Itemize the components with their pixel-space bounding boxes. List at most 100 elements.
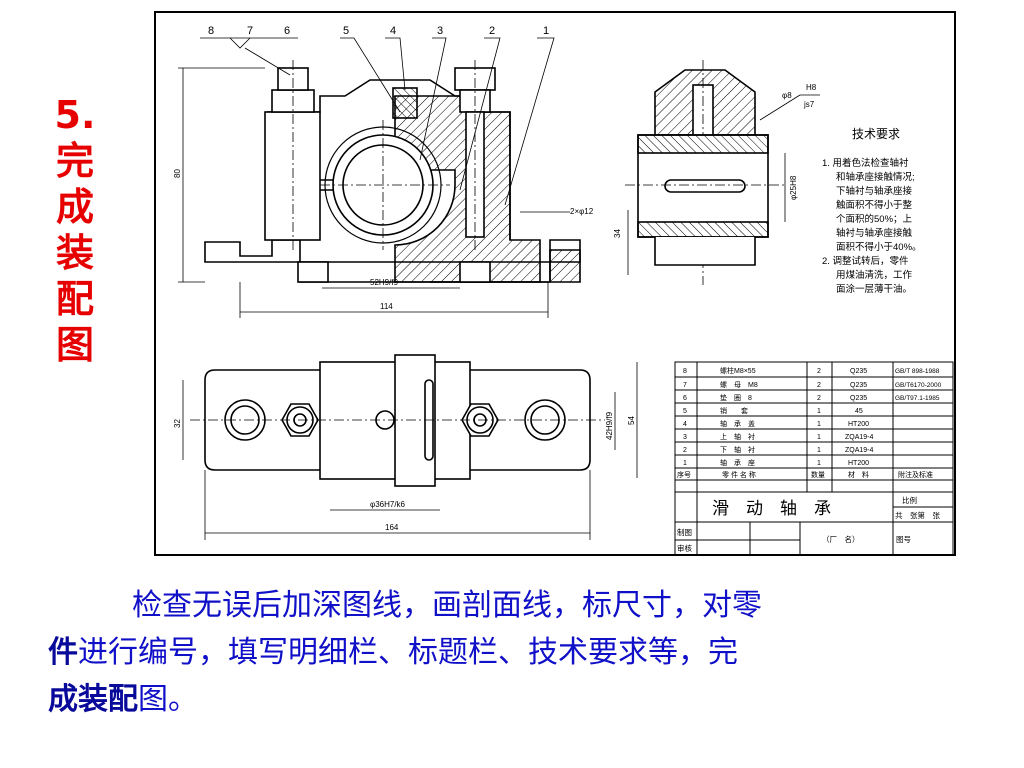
part-qty: 1 — [817, 460, 821, 467]
tech-req-line: 用煤油清洗，工作 — [836, 269, 913, 281]
table-row: 8 螺柱M8×55 2 Q235 GB/T 898-1988 — [683, 366, 940, 375]
tech-req-line: 下轴衬与轴承座接 — [836, 185, 913, 197]
title-block-checked: 审核 — [677, 543, 692, 553]
part-std: GB/T 898-1988 — [895, 368, 940, 375]
part-qty: 1 — [817, 408, 821, 415]
part-no: 5 — [683, 408, 687, 415]
header-no: 序号 — [677, 470, 691, 479]
part-std: GB/T97.1-1985 — [895, 395, 940, 402]
parts-header: 序号 零 件 名 称 数量 材 料 附注及标准 — [677, 470, 933, 479]
tech-req-line: 2. 调整试转后，零件 — [822, 255, 909, 267]
dim-front-bolt: 2×φ12 — [570, 207, 594, 216]
dim-side-bore: φ25H8 — [789, 175, 798, 200]
tech-req-line: 面涂一层薄干油。 — [836, 283, 912, 295]
parts-list — [674, 361, 954, 555]
title-block-drawing-no: 图号 — [896, 535, 911, 544]
part-material: ZQA19-4 — [845, 434, 874, 441]
part-no: 7 — [683, 382, 687, 389]
side-title-char: 成 — [55, 185, 94, 229]
header-qty: 数量 — [811, 470, 825, 479]
title-block-drawn: 制图 — [677, 527, 692, 537]
part-material: HT200 — [848, 460, 869, 467]
part-std: GB/T6170-2000 — [895, 382, 942, 389]
front-view — [204, 60, 581, 283]
tech-req-title: 技术要求 — [852, 127, 900, 141]
part-no: 6 — [683, 395, 687, 402]
part-material: Q235 — [850, 395, 867, 402]
table-row: 7 螺 母 M8 2 Q235 GB/T6170-2000 — [683, 380, 942, 389]
caption-emph-1: 件 — [48, 635, 78, 670]
part-qty: 1 — [817, 447, 821, 454]
side-title-char: 完 — [55, 139, 94, 183]
table-row: 5 销 套 1 45 — [683, 406, 863, 415]
part-material: 45 — [855, 408, 863, 415]
dim-front-length: 114 — [380, 302, 393, 311]
tech-req-line: 面积不得小于40%。 — [836, 241, 922, 253]
side-title-char: 配 — [55, 277, 94, 321]
title-block — [674, 491, 954, 556]
balloon-2: 2 — [489, 25, 495, 37]
part-qty: 2 — [817, 368, 821, 375]
side-view — [625, 60, 785, 285]
side-title-char: 图 — [55, 323, 94, 367]
title-block-name: 滑 动 轴 承 — [712, 499, 831, 518]
caption-emph-2: 成装配 — [48, 682, 138, 717]
header-std: 附注及标准 — [898, 470, 933, 479]
caption-line-3: 图。 — [138, 682, 198, 717]
part-name: 垫 圈 8 — [720, 393, 752, 402]
part-no: 3 — [683, 434, 687, 441]
table-row: 4 轴 承 盖 1 HT200 — [683, 419, 869, 428]
table-row: 6 垫 圈 8 2 Q235 GB/T97.1-1985 — [683, 393, 940, 402]
part-name: 上 轴 衬 — [720, 432, 755, 441]
balloon-8: 8 — [208, 25, 214, 37]
dim-top-fit: 42H9/f9 — [605, 411, 614, 440]
dim-side-height: 34 — [613, 229, 622, 238]
tech-requirements: 技术要求 1. 用着色法检查轴衬 和轴承座接触情况; 下轴衬与轴承座接 触面积不… — [822, 127, 922, 295]
part-material: ZQA19-4 — [845, 447, 874, 454]
table-row: 2 下 轴 衬 1 ZQA19-4 — [683, 445, 874, 454]
part-no: 4 — [683, 421, 687, 428]
balloon-4: 4 — [390, 25, 396, 37]
title-block-factory: （厂 名） — [822, 534, 860, 544]
part-name: 螺柱M8×55 — [720, 366, 756, 375]
dim-top-shaft: φ36H7/k6 — [370, 500, 406, 509]
tech-req-line: 1. 用着色法检查轴衬 — [822, 157, 909, 169]
part-name: 轴 承 盖 — [720, 419, 755, 428]
dim-top-length: 164 — [385, 523, 399, 532]
tech-req-line: 触面积不得小于整 — [836, 199, 913, 211]
side-title: 5. 完 成 装 配 图 — [50, 92, 100, 368]
part-name: 销 套 — [720, 406, 748, 415]
caption-line-1: 检查无误后加深图线，画剖面线，标尺寸，对零 — [132, 588, 762, 623]
tech-req-line: 个面积的50%；上 — [836, 213, 913, 225]
part-name: 螺 母 M8 — [720, 380, 758, 389]
balloon-3: 3 — [437, 25, 443, 37]
part-material: Q235 — [850, 368, 867, 375]
table-row: 3 上 轴 衬 1 ZQA19-4 — [683, 432, 874, 441]
part-qty: 2 — [817, 382, 821, 389]
part-name: 下 轴 衬 — [720, 445, 755, 454]
dim-side-hole: φ8 — [782, 91, 792, 100]
dim-front-fit: 52H9/f9 — [370, 278, 399, 287]
caption: 检查无误后加深图线，画剖面线，标尺寸，对零 件进行编号，填写明细栏、标题栏、技术… — [48, 582, 988, 723]
part-no: 8 — [683, 368, 687, 375]
balloon-7: 7 — [247, 25, 253, 37]
table-row: 1 轴 承 座 1 HT200 — [683, 458, 869, 467]
tech-req-line: 轴衬与轴承座接触 — [836, 227, 913, 239]
dim-top-width: 32 — [173, 419, 182, 428]
balloon-6: 6 — [284, 25, 290, 37]
part-qty: 2 — [817, 395, 821, 402]
part-balloons: 8 7 6 5 4 3 2 1 — [208, 25, 549, 37]
title-block-scale: 比例 — [902, 495, 917, 505]
side-title-char: 装 — [55, 231, 94, 275]
part-material: Q235 — [850, 382, 867, 389]
part-qty: 1 — [817, 421, 821, 428]
dim-front-height: 80 — [173, 169, 182, 178]
part-no: 1 — [683, 460, 687, 467]
part-qty: 1 — [817, 434, 821, 441]
tech-req-line: 和轴承座接触情况; — [836, 171, 915, 183]
dim-side-fit-top: H8 — [806, 83, 817, 92]
part-no: 2 — [683, 447, 687, 454]
header-name: 零 件 名 称 — [722, 470, 756, 479]
title-block-sheets: 共 张第 张 — [895, 510, 940, 520]
